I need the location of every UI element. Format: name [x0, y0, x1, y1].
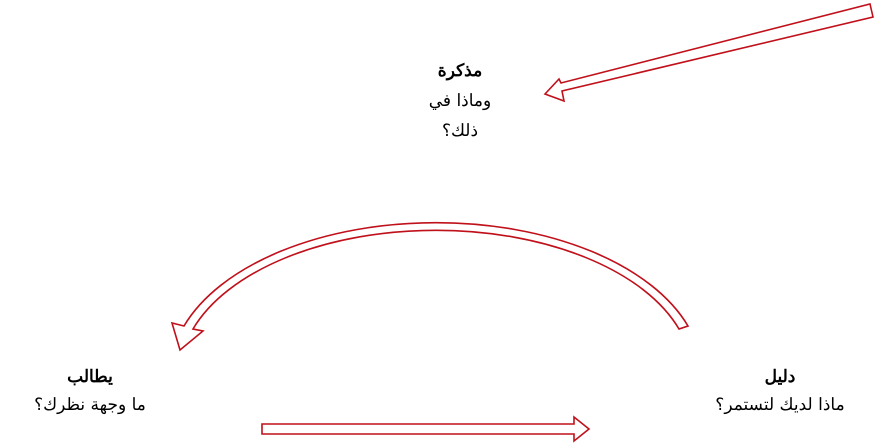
memo-node: مذكرة وماذا في ذلك؟	[380, 60, 540, 146]
arrow-student-to-guide	[261, 415, 591, 443]
memo-title: مذكرة	[437, 61, 483, 81]
guide-line-1: ماذا لديك لتستمر؟	[715, 395, 845, 415]
guide-node: دليل ماذا لديك لتستمر؟	[685, 366, 875, 420]
guide-title: دليل	[764, 367, 796, 387]
arrow-to-memo	[543, 3, 874, 103]
memo-line-1: وماذا في	[428, 91, 492, 111]
student-line-1: ما وجهة نظرك؟	[34, 395, 146, 415]
arc-arrow-guide-to-student	[170, 221, 690, 352]
student-title: يطالب	[67, 367, 113, 387]
student-node: يطالب ما وجهة نظرك؟	[0, 366, 180, 420]
memo-line-2: ذلك؟	[441, 121, 479, 141]
